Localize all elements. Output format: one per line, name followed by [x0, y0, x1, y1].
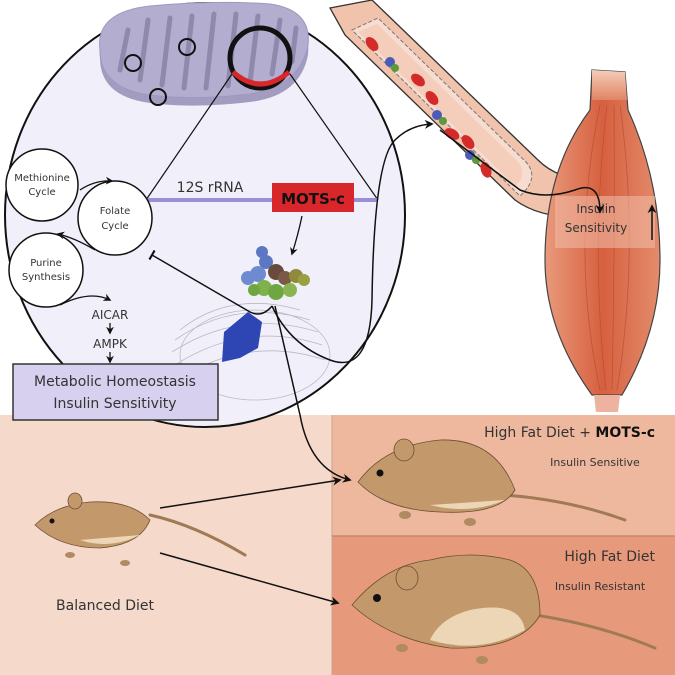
zoom-line-left — [145, 73, 233, 201]
folate-cycle-line2: Cycle — [101, 221, 128, 232]
panel-balanced-diet — [0, 415, 332, 675]
arrow-balanced-to-hfd-mots — [159, 476, 342, 509]
inhibition-line — [148, 249, 273, 315]
purine-synthesis-line2: Synthesis — [22, 272, 70, 283]
path-vessel-to-muscle — [439, 129, 605, 214]
arrow-purine-to-aicar — [59, 293, 112, 306]
hfd-mots-title-bold: MOTS-c — [595, 425, 655, 441]
arrow-to-peptide — [290, 215, 303, 256]
mots-c-box — [272, 183, 354, 212]
mitochondrion — [99, 1, 309, 106]
mtdna-circle — [124, 54, 142, 72]
methionine-cycle: Methionine Cycle — [5, 148, 79, 222]
arrow-methionine-to-folate — [79, 176, 114, 191]
red-blood-cell — [411, 73, 425, 87]
arrow-folate-to-purine — [56, 231, 96, 251]
muscle-label-line2: Sensitivity — [565, 221, 627, 235]
mots-c-region-arc — [231, 70, 291, 87]
panel-hfd-mots-title: High Fat Diet + MOTS-c — [484, 425, 655, 441]
outcome-line2: Insulin Sensitivity — [53, 396, 176, 412]
cell: 12S rRNA MOTS-c Methionine Cycle — [4, 1, 605, 483]
mouse-balanced — [34, 492, 247, 566]
panel-hfd-subtitle: Insulin Resistant — [555, 580, 646, 593]
mtdna-circle — [149, 88, 167, 106]
rrna-label: 12S rRNA — [177, 180, 244, 196]
mouse-hfd — [351, 554, 657, 664]
skeletal-muscle: Insulin Sensitivity — [544, 69, 661, 412]
red-blood-cell — [425, 91, 439, 105]
ampk-label: AMPK — [93, 337, 128, 351]
methionine-cycle-line1: Methionine — [14, 173, 70, 184]
purine-synthesis: Purine Synthesis — [8, 232, 84, 308]
aicar-label: AICAR — [92, 308, 129, 322]
muscle-label-line1: Insulin — [576, 202, 615, 216]
zoom-line-right — [289, 73, 379, 201]
nucleus-fragment — [222, 312, 262, 362]
red-blood-cell — [365, 37, 379, 51]
mots-c-peptide-in-blood — [385, 57, 480, 164]
mtdna-circle — [178, 38, 196, 56]
red-blood-cell — [461, 135, 475, 149]
panel-hfd-mots-subtitle: Insulin Sensitive — [550, 456, 640, 469]
folate-cycle-line1: Folate — [100, 206, 131, 217]
outcome-line1: Metabolic Homeostasis — [34, 374, 196, 390]
arrow-balanced-to-hfd — [159, 552, 340, 606]
panel-hfd-title: High Fat Diet — [564, 549, 655, 565]
panel-balanced-title: Balanced Diet — [56, 598, 154, 614]
methionine-cycle-line2: Cycle — [28, 187, 55, 198]
mots-c-peptide-structure — [241, 246, 310, 300]
outcome-box: Metabolic Homeostasis Insulin Sensitivit… — [12, 363, 219, 421]
hfd-mots-title-prefix: High Fat Diet + — [484, 425, 595, 441]
folate-cycle: Folate Cycle — [77, 180, 153, 256]
mtdna-highlight-circle — [227, 25, 293, 91]
mots-c-label: MOTS-c — [281, 190, 345, 208]
path-peptide-to-vessel — [271, 119, 434, 364]
purine-synthesis-line1: Purine — [30, 258, 62, 269]
mouse-hfd-mots — [357, 438, 627, 526]
